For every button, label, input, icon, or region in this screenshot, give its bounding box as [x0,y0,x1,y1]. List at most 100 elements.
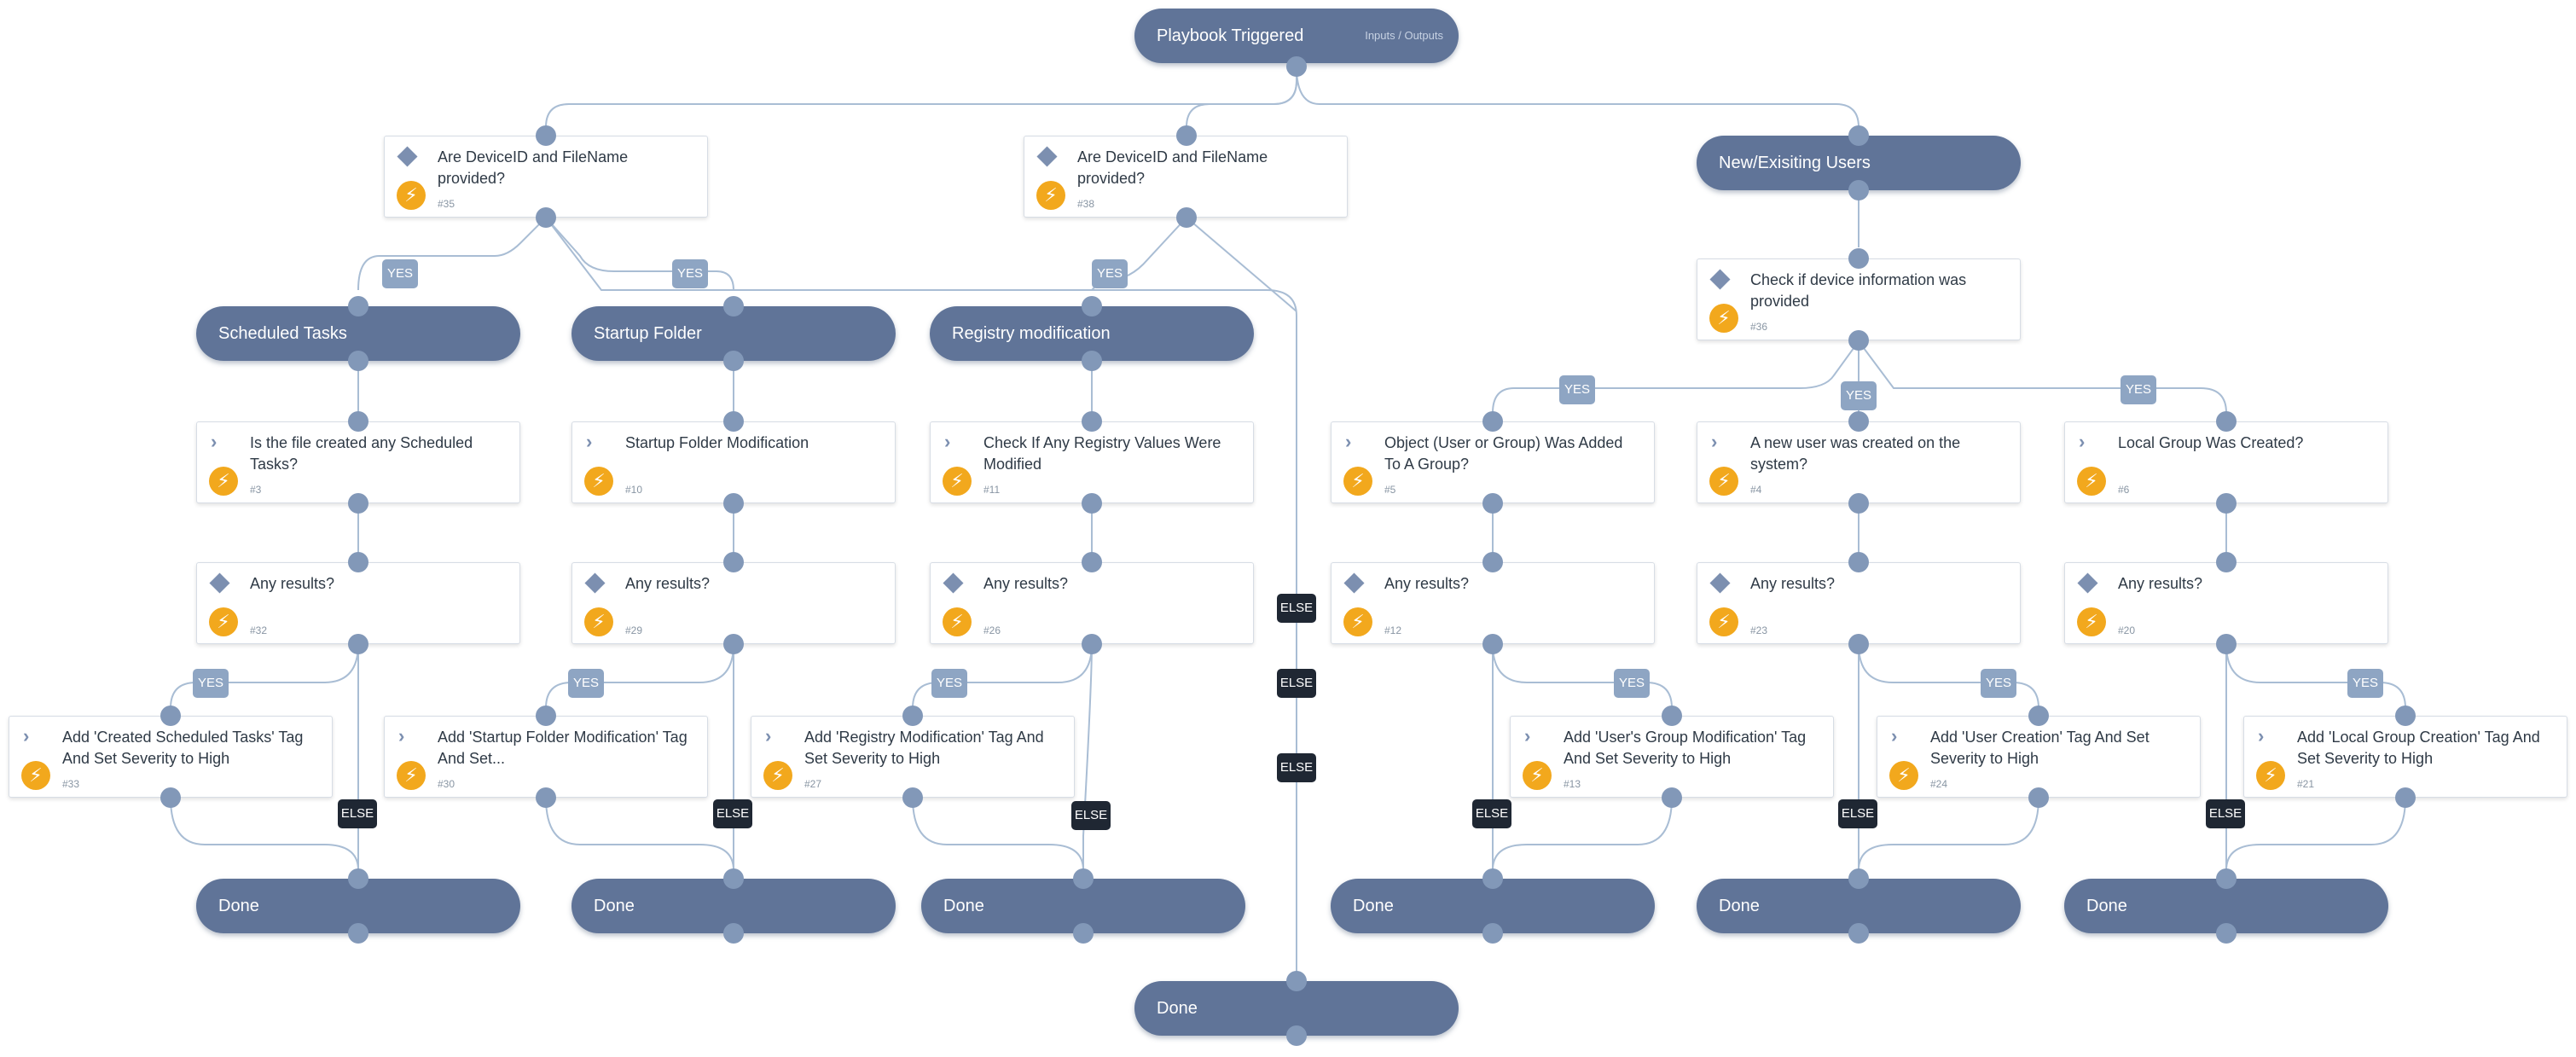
yes-label: YES [1841,381,1877,410]
input-port[interactable] [1848,552,1869,572]
output-port[interactable] [1176,207,1197,228]
input-port[interactable] [723,296,744,317]
task-5[interactable]: › Object (User or Group) Was Added To A … [1331,421,1655,503]
task-27[interactable]: › Add 'Registry Modification' Tag And Se… [751,716,1075,798]
done-label: Done [2086,897,2127,915]
output-port[interactable] [1482,923,1503,944]
task-36[interactable]: Check if device information was provided… [1697,258,2021,340]
task-10[interactable]: › Startup Folder Modification ⚡ #10 [571,421,896,503]
output-port[interactable] [348,634,368,654]
task-38[interactable]: Are DeviceID and FileName provided? ⚡ #3… [1024,136,1348,218]
input-port[interactable] [723,552,744,572]
input-port[interactable] [2216,552,2237,572]
inputs-outputs-link[interactable]: Inputs / Outputs [1365,29,1443,42]
task-26[interactable]: Any results? ⚡ #26 [930,562,1254,644]
input-port[interactable] [1482,411,1503,432]
output-port[interactable] [1286,1025,1307,1046]
output-port[interactable] [1848,923,1869,944]
task-20[interactable]: Any results? ⚡ #20 [2064,562,2388,644]
playbook-triggered-node[interactable]: Playbook Triggered Inputs / Outputs [1134,9,1459,63]
input-port[interactable] [536,125,556,146]
task-24[interactable]: › Add 'User Creation' Tag And Set Severi… [1877,716,2201,798]
output-port[interactable] [2216,634,2237,654]
input-port[interactable] [1848,125,1869,146]
chevron-right-icon: › [398,725,405,746]
chevron-right-icon: › [2258,725,2265,746]
input-port[interactable] [1082,552,1102,572]
output-port[interactable] [1082,493,1102,514]
input-port[interactable] [1662,706,1682,726]
input-port[interactable] [902,706,923,726]
yes-label: YES [1559,375,1595,404]
output-port[interactable] [348,351,368,371]
automation-icon: ⚡ [943,467,972,496]
input-port[interactable] [536,706,556,726]
task-number: #27 [804,778,822,790]
input-port[interactable] [1082,411,1102,432]
task-33[interactable]: › Add 'Created Scheduled Tasks' Tag And … [9,716,333,798]
output-port[interactable] [2216,493,2237,514]
input-port[interactable] [1286,971,1307,991]
output-port[interactable] [2216,923,2237,944]
output-port[interactable] [2395,787,2416,808]
task-4[interactable]: › A new user was created on the system? … [1697,421,2021,503]
input-port[interactable] [1082,296,1102,317]
output-port[interactable] [1848,493,1869,514]
input-port[interactable] [723,868,744,889]
input-port[interactable] [160,706,181,726]
input-port[interactable] [2216,411,2237,432]
input-port[interactable] [348,552,368,572]
input-port[interactable] [2395,706,2416,726]
output-port[interactable] [348,493,368,514]
output-port[interactable] [1082,351,1102,371]
output-port[interactable] [1482,493,1503,514]
input-port[interactable] [1848,868,1869,889]
output-port[interactable] [723,493,744,514]
output-port[interactable] [2028,787,2049,808]
task-30[interactable]: › Add 'Startup Folder Modification' Tag … [384,716,708,798]
chevron-right-icon: › [586,431,593,452]
automation-icon: ⚡ [1889,761,1918,790]
automation-icon: ⚡ [209,607,238,636]
input-port[interactable] [1176,125,1197,146]
task-3[interactable]: › Is the file created any Scheduled Task… [196,421,520,503]
input-port[interactable] [1482,552,1503,572]
output-port[interactable] [723,923,744,944]
input-port[interactable] [723,411,744,432]
output-port[interactable] [1848,634,1869,654]
output-port[interactable] [1848,180,1869,200]
task-32[interactable]: Any results? ⚡ #32 [196,562,520,644]
output-port[interactable] [1073,923,1094,944]
input-port[interactable] [2216,868,2237,889]
output-port[interactable] [1662,787,1682,808]
output-port[interactable] [1482,634,1503,654]
output-port[interactable] [723,351,744,371]
task-23[interactable]: Any results? ⚡ #23 [1697,562,2021,644]
output-port[interactable] [1082,634,1102,654]
task-35[interactable]: Are DeviceID and FileName provided? ⚡ #3… [384,136,708,218]
input-port[interactable] [348,296,368,317]
input-port[interactable] [1848,248,1869,269]
task-11[interactable]: › Check If Any Registry Values Were Modi… [930,421,1254,503]
task-13[interactable]: › Add 'User's Group Modification' Tag An… [1510,716,1834,798]
output-port[interactable] [160,787,181,808]
task-12[interactable]: Any results? ⚡ #12 [1331,562,1655,644]
output-port[interactable] [723,634,744,654]
task-21[interactable]: › Add 'Local Group Creation' Tag And Set… [2243,716,2567,798]
output-port[interactable] [1286,56,1307,77]
input-port[interactable] [1848,411,1869,432]
input-port[interactable] [2028,706,2049,726]
input-port[interactable] [1073,868,1094,889]
input-port[interactable] [1482,868,1503,889]
output-port[interactable] [536,787,556,808]
task-text: Add 'Created Scheduled Tasks' Tag And Se… [62,729,304,767]
input-port[interactable] [348,868,368,889]
output-port[interactable] [1848,330,1869,351]
output-port[interactable] [902,787,923,808]
output-port[interactable] [536,207,556,228]
task-6[interactable]: › Local Group Was Created? ⚡ #6 [2064,421,2388,503]
output-port[interactable] [348,923,368,944]
task-29[interactable]: Any results? ⚡ #29 [571,562,896,644]
yes-label: YES [2347,669,2383,698]
input-port[interactable] [348,411,368,432]
